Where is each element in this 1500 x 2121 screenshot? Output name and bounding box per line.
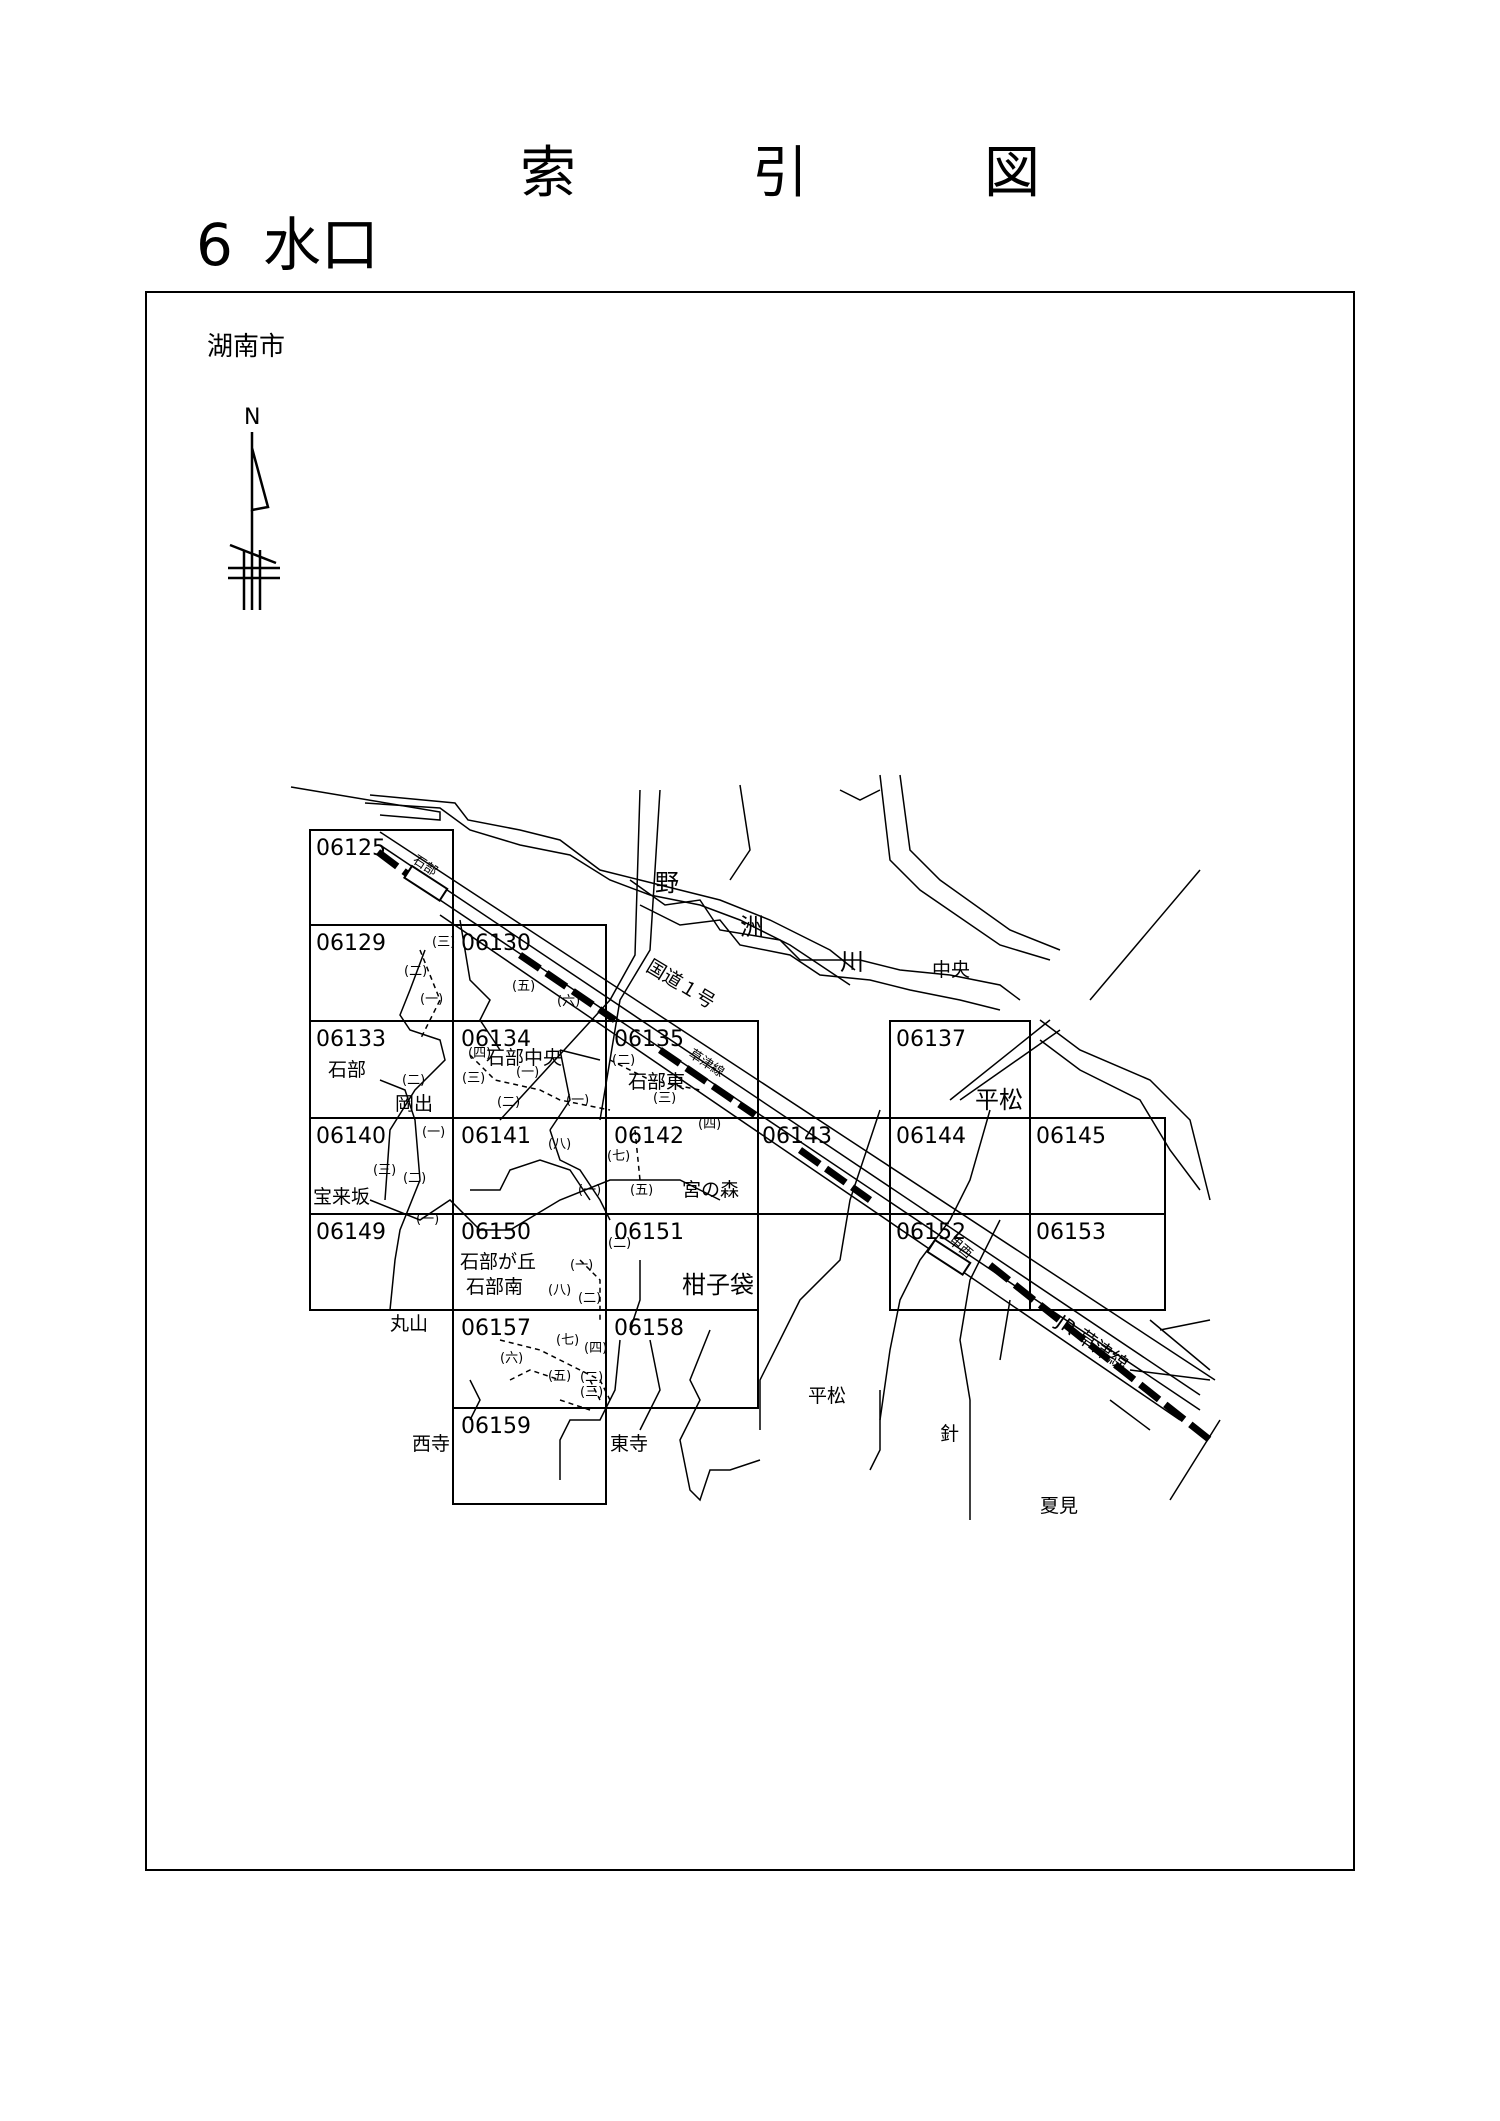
- north-arrow-icon: N: [228, 405, 280, 610]
- station-ishibe-icon: [402, 864, 449, 902]
- tile-06151: 06151: [614, 1220, 684, 1245]
- title-char-2: 引: [752, 141, 808, 206]
- place-ishibe: 石部: [328, 1059, 366, 1081]
- place-hiramatsu-south: 平松: [808, 1385, 846, 1407]
- district-mark: (三): [653, 1091, 676, 1106]
- chapter-heading: 6 水口: [196, 198, 379, 282]
- place-okade: 岡出: [395, 1093, 433, 1115]
- place-ishibe-chuo: 石部中央: [486, 1047, 562, 1069]
- map-lines: [290, 774, 1221, 1520]
- chapter-number: 6: [196, 211, 233, 279]
- district-mark: (三): [373, 1163, 396, 1178]
- district-mark: (一): [570, 1258, 593, 1273]
- map-frame: [145, 291, 1355, 1871]
- tile-06152: 06152: [896, 1220, 966, 1245]
- district-mark: (五): [512, 979, 535, 994]
- place-names: 石部 石部 岡出 宝来坂 石部中央 石部東 宮の森 石部が丘 石部南 柑子袋 丸…: [313, 853, 1132, 1517]
- tile-06157: 06157: [461, 1316, 531, 1341]
- district-boundaries: [419, 949, 701, 1411]
- north-label: N: [244, 405, 260, 430]
- tile-06158: 06158: [614, 1316, 684, 1341]
- tile-06145: 06145: [1036, 1124, 1106, 1149]
- district-mark: (三): [462, 1071, 485, 1086]
- district-mark: (二): [578, 1291, 601, 1306]
- district-mark: (七): [607, 1149, 630, 1164]
- district-mark: (一): [420, 992, 443, 1007]
- district-mark: (六): [557, 994, 580, 1009]
- river-label-2: 洲: [740, 913, 764, 941]
- district-mark: (二): [497, 1095, 520, 1110]
- place-ishibegaoka: 石部が丘: [460, 1251, 536, 1273]
- title-char-1: 索: [520, 141, 576, 206]
- tile-labels: 06125 06129 06130 06133 06134 06135 0613…: [316, 836, 1106, 1439]
- place-ishibe-higashi: 石部東: [628, 1071, 685, 1093]
- district-mark: (三): [432, 935, 455, 950]
- route-1-label: 国道１号: [642, 955, 718, 1013]
- district-mark: (一): [416, 1212, 439, 1227]
- tile-06143: 06143: [762, 1124, 832, 1149]
- tile-06144: 06144: [896, 1124, 966, 1149]
- tile-06130: 06130: [461, 931, 531, 956]
- district-mark: (二): [612, 1053, 635, 1068]
- title-char-3: 図: [984, 141, 1040, 206]
- tile-06129: 06129: [316, 931, 386, 956]
- district-mark: (三): [580, 1385, 603, 1400]
- district-mark: (二): [608, 1236, 631, 1251]
- tile-06134: 06134: [461, 1027, 531, 1052]
- railway-kusatsu-line: [375, 849, 1213, 1443]
- place-nishidera: 西寺: [412, 1433, 450, 1455]
- tile-06159: 06159: [461, 1414, 531, 1439]
- jr-kusatsu-line-label: JR 草津線: [1051, 1311, 1131, 1377]
- river-label-1: 野: [655, 869, 679, 897]
- tile-06133: 06133: [316, 1027, 386, 1052]
- place-natsumi: 夏見: [1040, 1495, 1078, 1517]
- place-ishibe-minami: 石部南: [466, 1276, 523, 1298]
- chapter-name: 水口: [262, 211, 379, 279]
- district-mark: (四): [698, 1117, 721, 1132]
- district-marks: (三) (二) (一) (五) (六) (四) (三) (一) (二) (一) …: [373, 935, 721, 1400]
- place-hiramatsu-north: 平松: [975, 1086, 1023, 1114]
- place-hari: 針: [940, 1423, 959, 1445]
- station-kosei-icon: [925, 1238, 972, 1276]
- tile-06153: 06153: [1036, 1220, 1106, 1245]
- district-mark: (一): [578, 1183, 601, 1198]
- tile-grid: [309, 829, 1166, 1505]
- river-label-3: 川: [840, 948, 864, 976]
- tile-06137: 06137: [896, 1027, 966, 1052]
- district-mark: (四): [468, 1046, 491, 1061]
- tile-06150: 06150: [461, 1220, 531, 1245]
- place-koshibukuro: 柑子袋: [682, 1271, 754, 1299]
- tile-06149: 06149: [316, 1220, 386, 1245]
- town-boundaries: [379, 919, 761, 1502]
- district-mark: (二): [580, 1370, 603, 1385]
- district-mark: (二): [404, 964, 427, 979]
- tile-06125: 06125: [316, 836, 386, 861]
- place-horaizaka: 宝来坂: [313, 1186, 370, 1208]
- place-miyanomori: 宮の森: [682, 1179, 739, 1201]
- district-mark: (七): [556, 1333, 579, 1348]
- district-mark: (六): [500, 1351, 523, 1366]
- district-mark: (二): [402, 1073, 425, 1088]
- tile-06142: 06142: [614, 1124, 684, 1149]
- tile-06140: 06140: [316, 1124, 386, 1149]
- tile-06141: 06141: [461, 1124, 531, 1149]
- district-mark: (八): [548, 1283, 571, 1298]
- district-mark: (四): [584, 1341, 607, 1356]
- district-mark: (五): [548, 1369, 571, 1384]
- place-higashidera: 東寺: [610, 1433, 648, 1455]
- district-mark: (五): [630, 1183, 653, 1198]
- district-mark: (一): [516, 1065, 539, 1080]
- place-chuo: 中央: [932, 959, 970, 981]
- district-mark: (一): [566, 1093, 589, 1108]
- place-maruyama: 丸山: [390, 1313, 428, 1335]
- district-mark: (一): [422, 1125, 445, 1140]
- district-mark: (二): [403, 1171, 426, 1186]
- page-title: 索 引 図: [520, 128, 1040, 208]
- district-mark: (八): [548, 1137, 571, 1152]
- city-label: 湖南市: [207, 332, 286, 362]
- tile-06135: 06135: [614, 1027, 684, 1052]
